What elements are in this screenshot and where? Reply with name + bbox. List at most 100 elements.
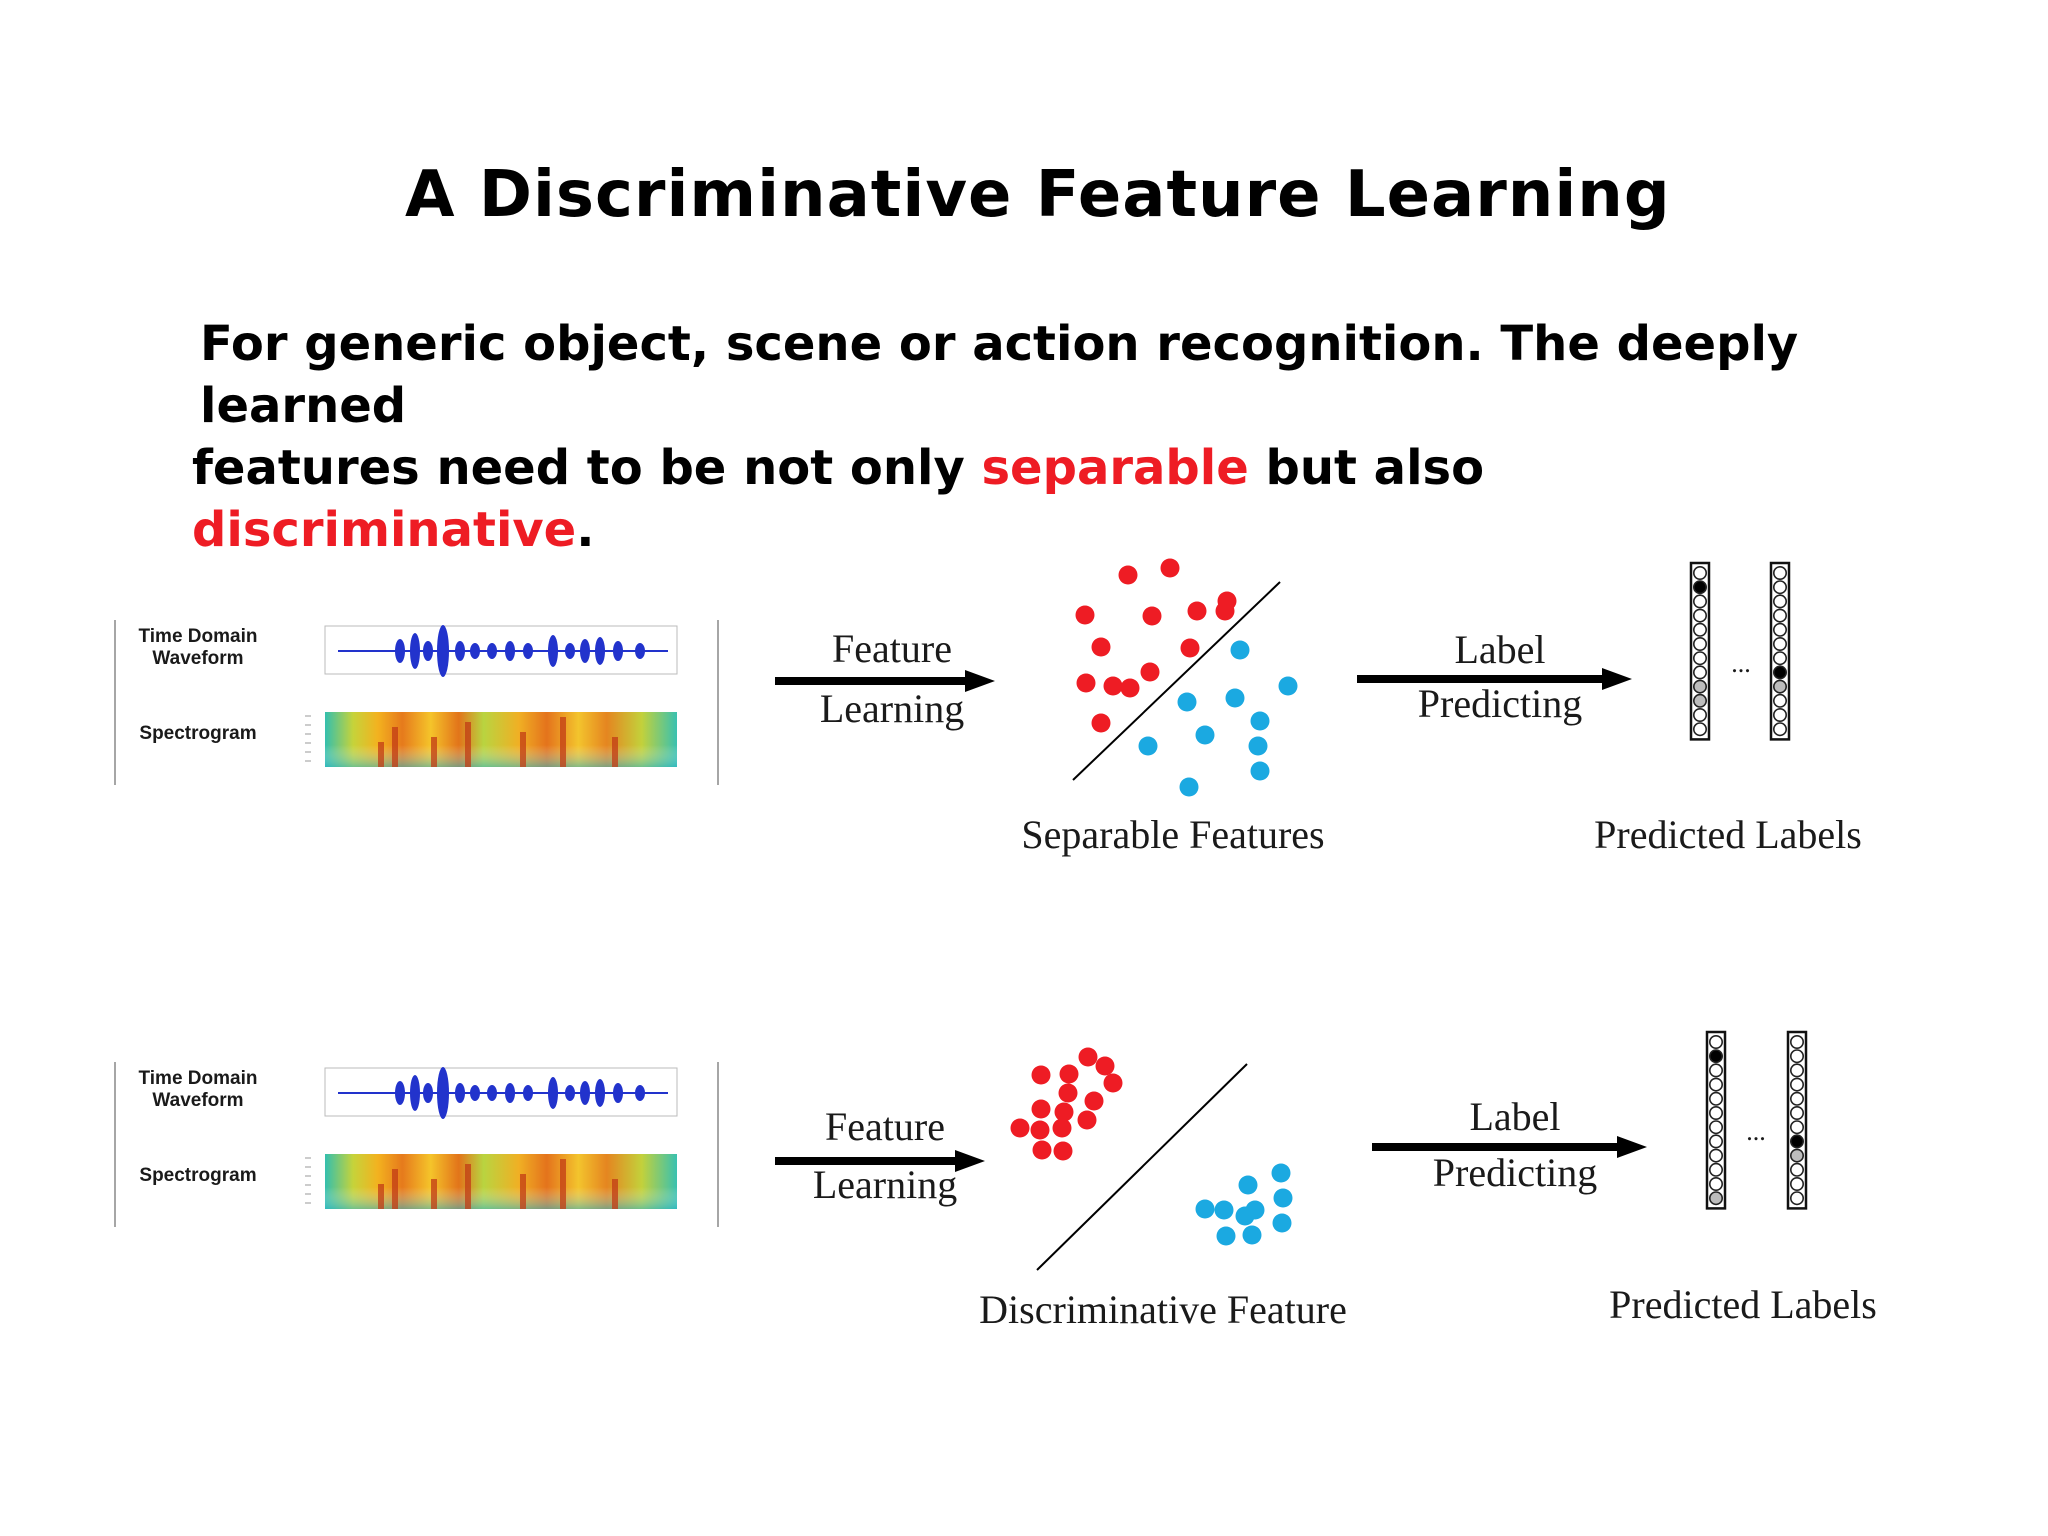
label-node	[1773, 722, 1788, 737]
label-node	[1773, 565, 1788, 580]
spectrogram-peak	[612, 1179, 618, 1209]
waveform-burst	[423, 641, 433, 661]
spectrogram-peak	[378, 1184, 384, 1209]
label-node	[1790, 1035, 1805, 1050]
label-node	[1709, 1162, 1724, 1177]
class-b-point	[1273, 1188, 1293, 1208]
class-a-point	[1078, 1047, 1098, 1067]
label-node	[1773, 693, 1788, 708]
label-node	[1773, 594, 1788, 609]
class-a-point	[1058, 1083, 1078, 1103]
class-a-point	[1054, 1102, 1074, 1122]
diagram-row-2: Time DomainWaveformSpectrogramFeatureLea…	[114, 1030, 1877, 1332]
waveform-burst	[580, 1081, 590, 1105]
label-node	[1773, 608, 1788, 623]
decision-boundary	[1036, 1063, 1248, 1271]
label-predicting-arrow	[1357, 668, 1632, 690]
class-a-point	[1077, 1110, 1097, 1130]
class-a-point	[1010, 1118, 1030, 1138]
label-node	[1709, 1035, 1724, 1050]
class-b-point	[1225, 688, 1245, 708]
class-a-point	[1091, 637, 1111, 657]
label-node	[1709, 1091, 1724, 1106]
label-node	[1790, 1191, 1805, 1206]
label-node	[1790, 1063, 1805, 1078]
label-node	[1790, 1120, 1805, 1135]
slide-title: A Discriminative Feature Learning	[405, 158, 1671, 232]
feature-learning-label: Learning	[820, 686, 964, 731]
feature-learning-arrow	[775, 670, 995, 692]
class-b-point	[1230, 640, 1250, 660]
label-node	[1773, 622, 1788, 637]
class-b-point	[1272, 1213, 1292, 1233]
class-b-point	[1177, 692, 1197, 712]
waveform-burst	[635, 1085, 645, 1101]
waveform-burst	[595, 637, 605, 665]
class-a-point	[1075, 605, 1095, 625]
predicted-label-column-frame	[1786, 1030, 1808, 1210]
spectrogram-peak	[378, 742, 384, 767]
spectrogram-peak	[465, 722, 471, 767]
class-a-point	[1052, 1118, 1072, 1138]
spectrogram-peak	[520, 732, 526, 767]
feature-learning-label: Feature	[832, 626, 952, 671]
waveform-burst	[595, 1079, 605, 1107]
predicted-label-column	[1689, 561, 1711, 741]
class-a-point	[1142, 606, 1162, 626]
class-b-point	[1195, 1199, 1215, 1219]
predicted-label-column	[1786, 1030, 1808, 1210]
label-node	[1709, 1120, 1724, 1135]
waveform-burst	[410, 633, 420, 669]
class-b-point	[1250, 711, 1270, 731]
label-node	[1693, 693, 1708, 708]
waveform-burst	[505, 1083, 515, 1103]
waveform-burst	[523, 643, 533, 659]
class-b-point	[1238, 1175, 1258, 1195]
class-b-point	[1179, 777, 1199, 797]
predicted-label-column	[1769, 561, 1791, 741]
predicted-labels-caption: Predicted Labels	[1609, 1282, 1877, 1327]
class-a-point	[1091, 713, 1111, 733]
class-b-point	[1278, 676, 1298, 696]
label-predicting-label: Predicting	[1433, 1150, 1597, 1195]
label-predicting-label: Predicting	[1418, 681, 1582, 726]
feature-learning-arrow-head	[965, 670, 995, 692]
spectrogram-peak	[431, 737, 437, 767]
waveform-burst	[548, 635, 558, 667]
label-node	[1709, 1177, 1724, 1192]
label-node	[1790, 1134, 1805, 1149]
label-node	[1709, 1134, 1724, 1149]
label-node	[1709, 1063, 1724, 1078]
class-a-point	[1140, 662, 1160, 682]
waveform-burst	[487, 643, 497, 659]
predicted-label-column-frame	[1769, 561, 1791, 741]
subtitle-line-2-middle: but also	[1248, 440, 1485, 496]
label-node	[1790, 1162, 1805, 1177]
highlight-separable: separable	[981, 440, 1249, 496]
waveform-label: Time Domain	[139, 626, 258, 647]
label-node	[1693, 565, 1708, 580]
subtitle-line-2: features need to be not only separable b…	[192, 437, 1892, 561]
feature-space	[1010, 1047, 1293, 1271]
class-a-point	[1053, 1141, 1073, 1161]
subtitle-line-2-prefix: features need to be not only	[192, 440, 982, 496]
predicted-label-column	[1705, 1030, 1727, 1210]
feature-learning-label: Feature	[825, 1104, 945, 1149]
class-a-point	[1059, 1064, 1079, 1084]
subtitle-line-2-suffix: .	[576, 502, 595, 558]
label-node	[1693, 580, 1708, 595]
feature-learning-arrow	[775, 1150, 985, 1172]
decision-boundary	[1072, 581, 1281, 781]
class-a-point	[1103, 676, 1123, 696]
waveform-burst	[437, 1067, 449, 1119]
waveform-burst	[455, 1083, 465, 1103]
class-b-point	[1195, 725, 1215, 745]
spectrogram-peak	[560, 717, 566, 767]
waveform-burst	[437, 625, 449, 677]
class-b-point	[1242, 1225, 1262, 1245]
label-node	[1693, 608, 1708, 623]
waveform-burst	[487, 1085, 497, 1101]
predicted-label-column-frame	[1689, 561, 1711, 741]
ellipsis-label: ...	[1746, 1117, 1766, 1146]
waveform-burst	[613, 641, 623, 661]
